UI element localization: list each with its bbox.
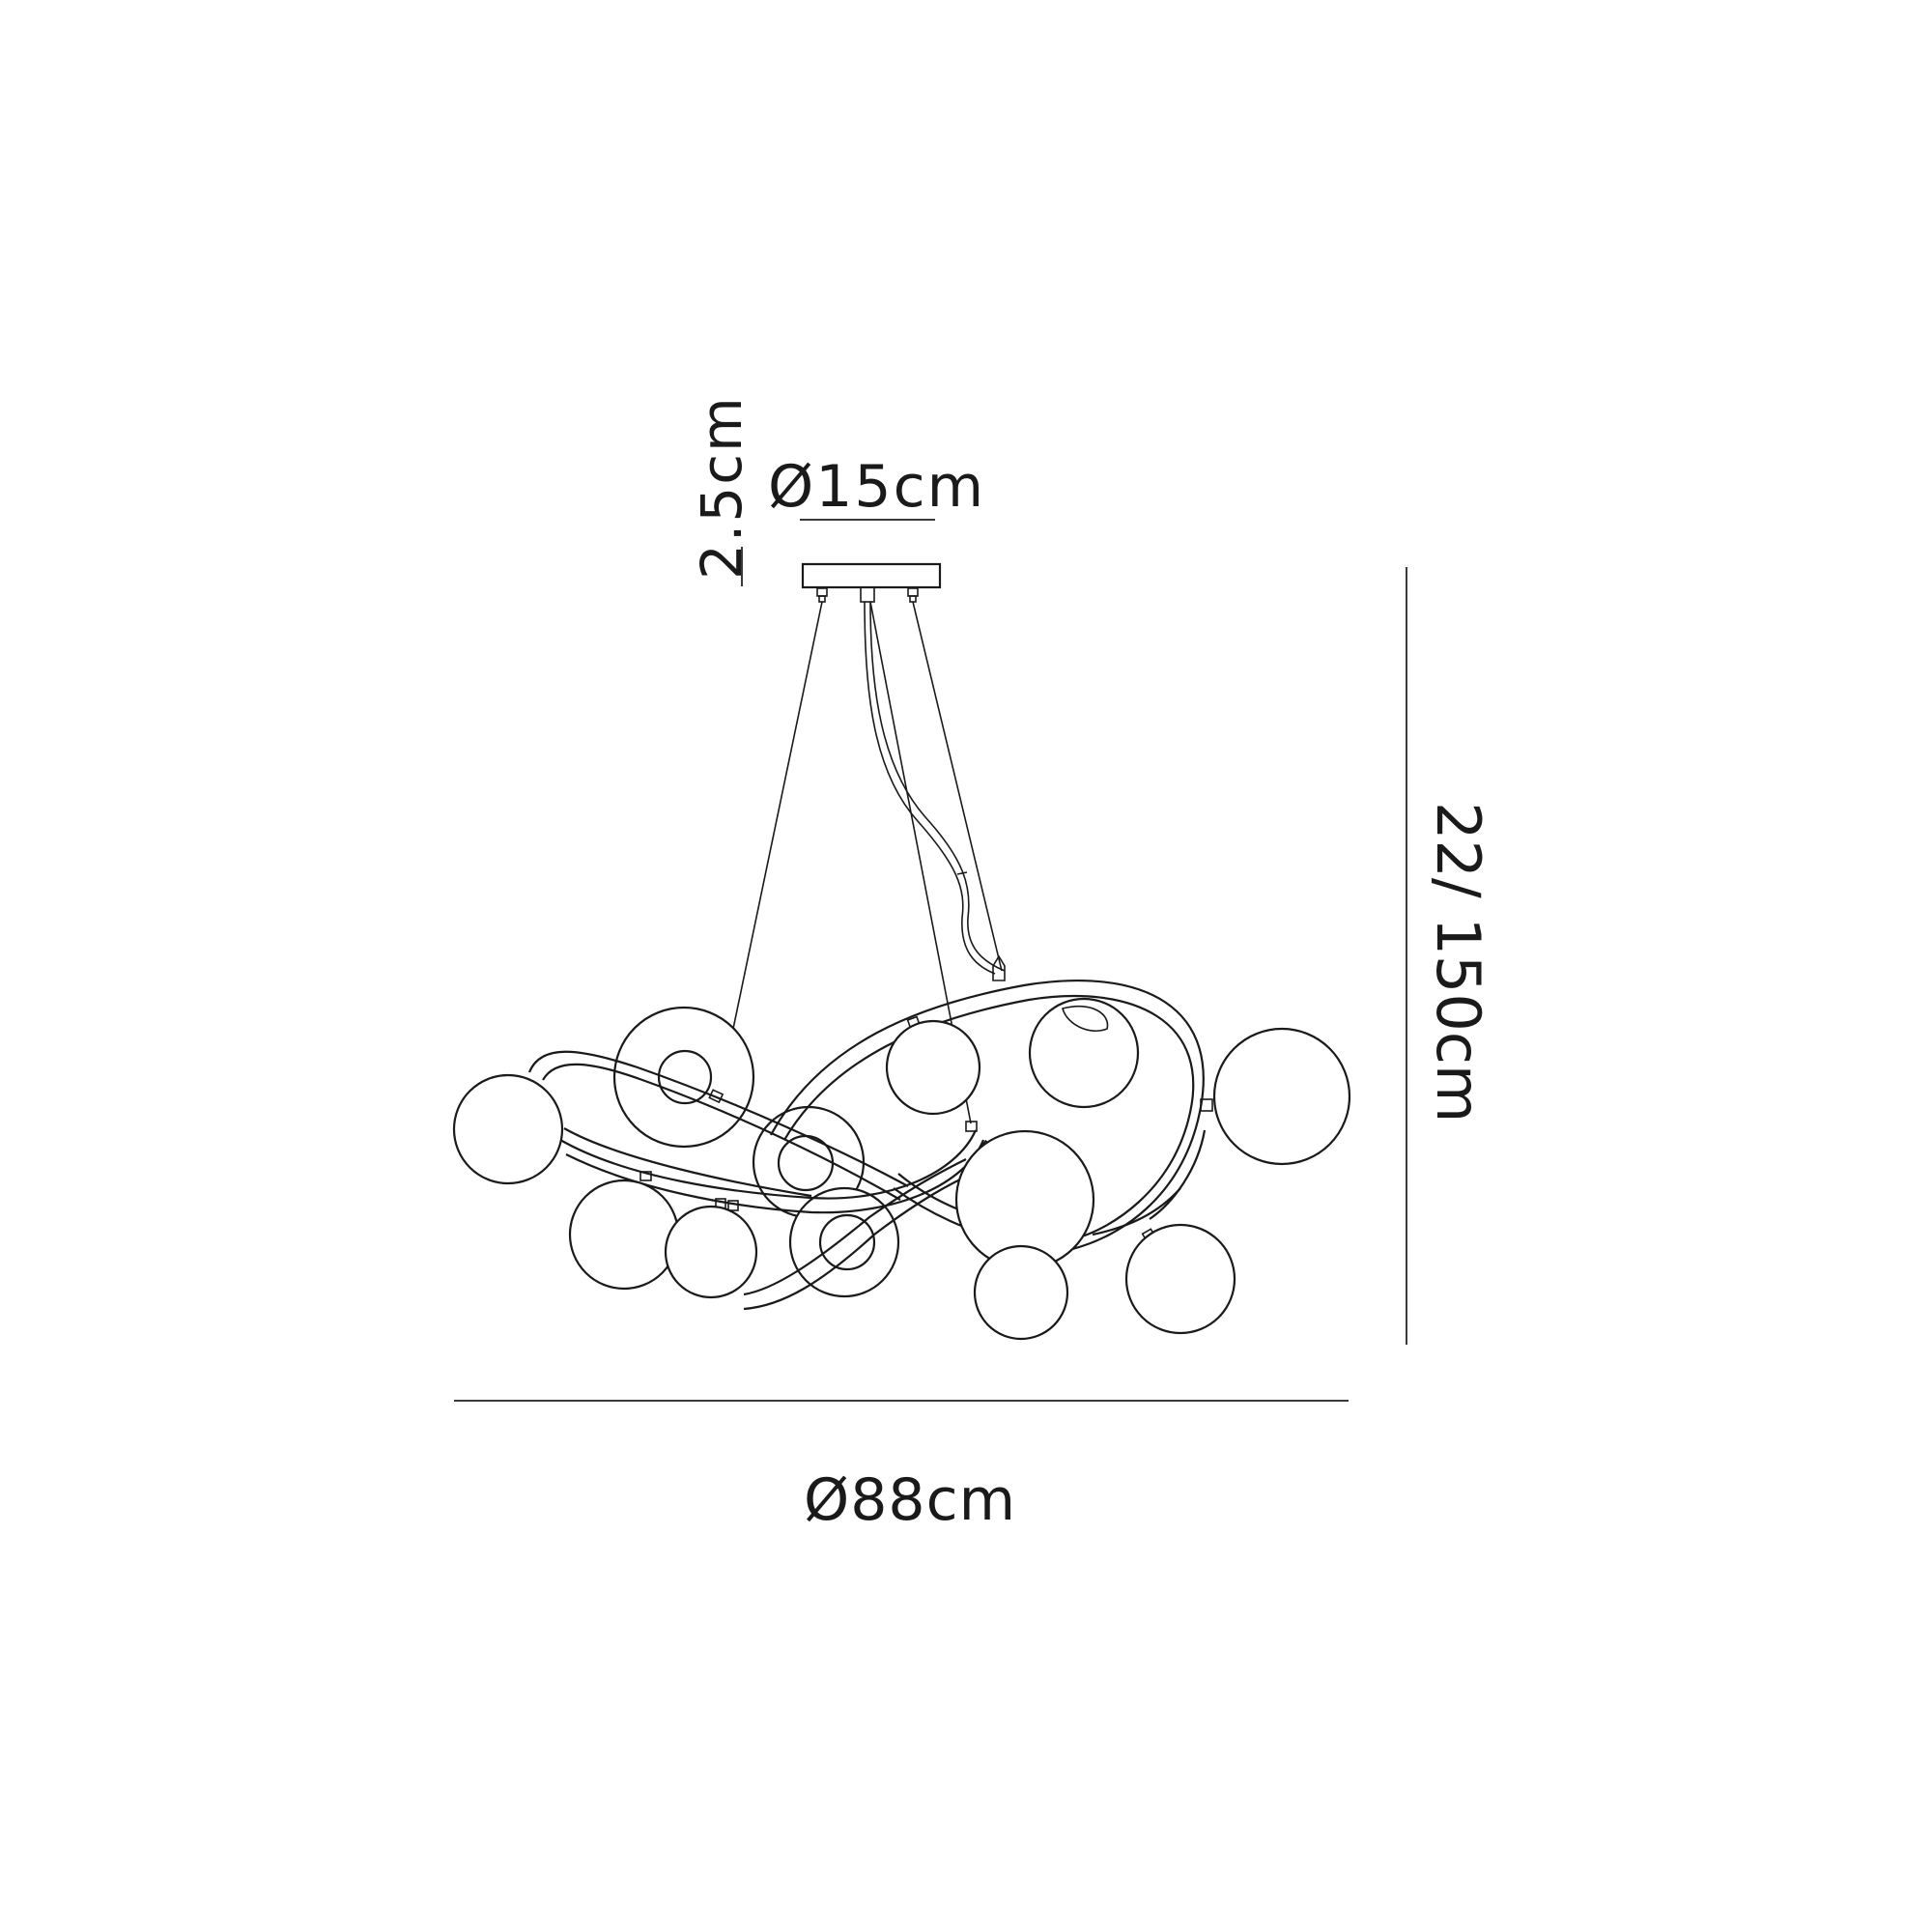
globe-bottom-right <box>1124 1223 1236 1335</box>
suspension-cables <box>718 601 1006 1124</box>
globe-bottom-center <box>973 1244 1069 1341</box>
globe-socket-top <box>1062 1005 1109 1033</box>
globe-inside-oval-left <box>885 1019 981 1116</box>
globe-lower-left-2 <box>664 1205 758 1299</box>
globes-front <box>452 997 1351 1341</box>
globe-inside-oval-top <box>1028 997 1140 1109</box>
ceiling-canopy <box>801 562 942 603</box>
canopy-height-label: 2.5cm <box>689 395 754 580</box>
loop-arm-oval <box>770 979 1205 1251</box>
globe-lower-left <box>568 1179 680 1291</box>
canopy-diameter-label: Ø15cm <box>768 453 986 521</box>
globes-back <box>612 1006 900 1298</box>
globe-far-left <box>452 1073 564 1185</box>
swirl-arms-front <box>563 1127 1207 1236</box>
globe-inner <box>818 1213 876 1271</box>
overall-drop-label: 22/ 150cm <box>1423 802 1493 1123</box>
globe-far-right <box>1212 1027 1351 1166</box>
overall-diameter-label: Ø88cm <box>804 1466 1017 1534</box>
